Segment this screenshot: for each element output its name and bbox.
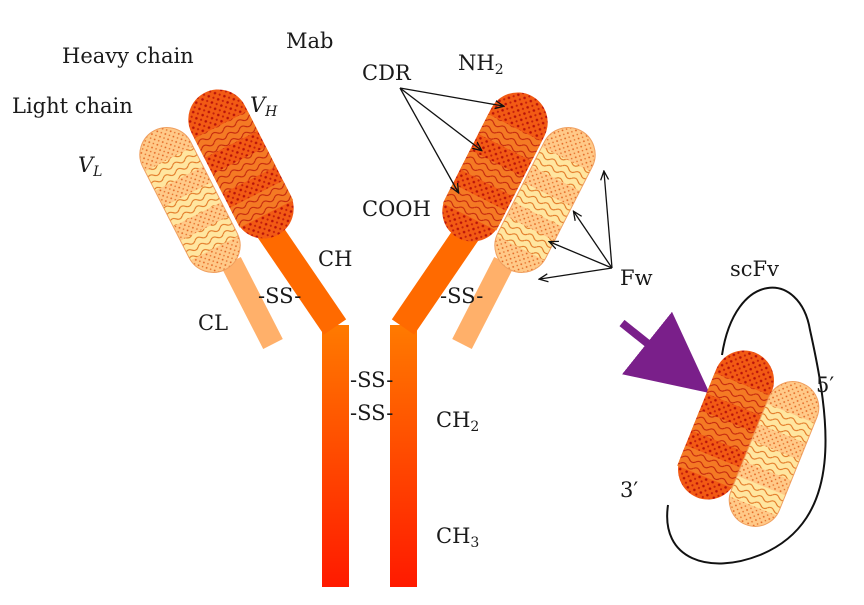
cdr-arrows xyxy=(399,87,503,192)
fw-arrows xyxy=(540,172,613,279)
scfv-label: scFv xyxy=(730,257,779,281)
vh-domain-right xyxy=(442,92,548,242)
three-prime-label: 3′ xyxy=(620,478,638,502)
disulfide-hinge-2-label: -SS- xyxy=(350,401,393,425)
fw-label: Fw xyxy=(620,266,653,290)
disulfide-right-label: -SS- xyxy=(440,284,483,308)
light-chain-label: Light chain xyxy=(12,94,133,118)
cl-label: CL xyxy=(198,311,228,335)
five-prime-label: 5′ xyxy=(816,373,834,397)
scfv-vh-domain xyxy=(677,350,774,500)
heavy-chain-label: Heavy chain xyxy=(62,44,194,68)
scfv-vl-domain xyxy=(728,381,820,527)
scfv-linker xyxy=(666,286,827,565)
disulfide-left-label: -SS- xyxy=(258,284,301,308)
vl-domain-right xyxy=(494,127,596,273)
disulfide-hinge-1-label: -SS- xyxy=(350,368,393,392)
heavy-chain-stem-right xyxy=(390,325,417,587)
vl-domain-left xyxy=(139,127,241,273)
ch-label: CH xyxy=(318,247,352,271)
vl-label: VL xyxy=(78,153,102,180)
nh2-label: NH2 xyxy=(458,51,504,78)
mab-label: Mab xyxy=(286,29,333,53)
vh-label: VH xyxy=(250,93,278,120)
ch2-label: CH2 xyxy=(436,408,479,435)
light-chain-cl-left xyxy=(221,256,283,350)
ch3-label: CH3 xyxy=(436,524,479,551)
vh-domain-left xyxy=(188,89,294,239)
cdr-label: CDR xyxy=(362,61,412,85)
heavy-chain-ch-left xyxy=(250,212,347,335)
scfv-transition-arrow xyxy=(619,311,710,393)
heavy-chain-stem-left xyxy=(322,325,349,587)
light-chain-cl-right xyxy=(452,256,514,350)
cooh-label: COOH xyxy=(362,197,431,221)
